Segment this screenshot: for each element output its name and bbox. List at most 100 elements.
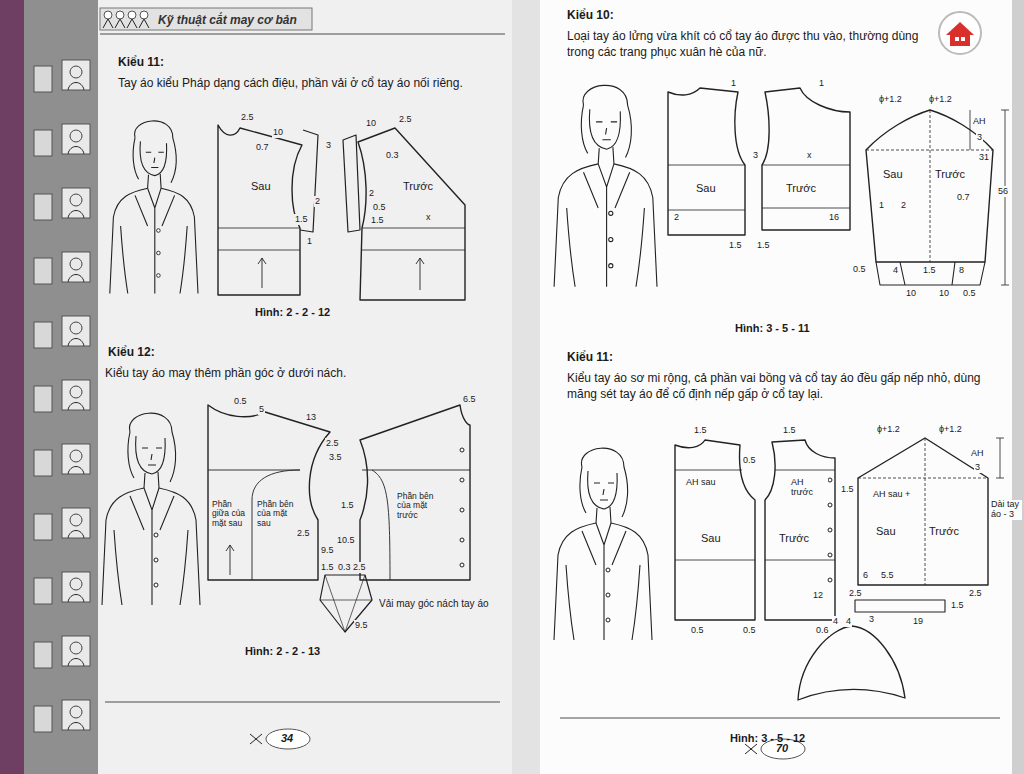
sketch-line bbox=[596, 122, 617, 140]
thumbnail-face bbox=[70, 258, 82, 270]
page-number: 34 bbox=[281, 732, 293, 745]
button-dot bbox=[828, 503, 832, 507]
section-heading: Kiểu 11: bbox=[567, 350, 613, 364]
thumbnail-face bbox=[70, 642, 82, 654]
piece-label: AH sau + bbox=[872, 490, 912, 500]
dimension-label: 0.7 bbox=[255, 142, 270, 153]
dimension-label: ϕ+1.2 bbox=[876, 424, 901, 435]
sketch-line bbox=[596, 507, 611, 523]
dimension-label: 3 bbox=[325, 140, 332, 151]
dimension-label: 0.5 bbox=[233, 396, 248, 407]
sketch-line bbox=[136, 436, 166, 474]
sketch-line bbox=[588, 471, 618, 509]
piece-label: Sau bbox=[700, 532, 722, 545]
dimension-label: 1.5 bbox=[370, 215, 385, 226]
dimension-label: 0.5 bbox=[372, 202, 387, 213]
page-gutter bbox=[512, 0, 540, 774]
thumbnail-frame bbox=[34, 258, 52, 284]
dimension-label: 2.5 bbox=[240, 112, 255, 123]
thumbnail-face bbox=[70, 450, 82, 462]
piece-label: Trước bbox=[928, 525, 960, 538]
header-figure bbox=[116, 11, 124, 19]
piece-label: Sau bbox=[250, 180, 272, 193]
dimension-label: 13 bbox=[305, 412, 317, 423]
dimension-label: 12 bbox=[812, 590, 824, 601]
thumbnail-face bbox=[70, 130, 82, 142]
dimension-label: 1 bbox=[818, 78, 825, 89]
sketch-line bbox=[581, 85, 631, 157]
sleeve-band bbox=[343, 135, 360, 232]
button-dot bbox=[460, 448, 464, 452]
header-figure bbox=[103, 19, 113, 28]
dimension-label: 3 bbox=[868, 614, 875, 625]
piece-label: Sau bbox=[695, 182, 717, 195]
button-dot bbox=[157, 251, 161, 255]
dimension-label: 1.5 bbox=[922, 265, 937, 276]
dimension-label: 0.6 bbox=[815, 625, 830, 636]
thumbnail-face bbox=[70, 514, 82, 526]
figure-caption: Hình: 3 - 5 - 11 bbox=[735, 322, 810, 335]
button-dot bbox=[157, 274, 161, 278]
sketch-line bbox=[110, 188, 198, 293]
button-dot bbox=[828, 528, 832, 532]
dimension-label: x bbox=[806, 150, 813, 161]
figure-sketch bbox=[110, 121, 198, 294]
front-pattern-piece bbox=[762, 88, 850, 230]
back-pattern-piece bbox=[668, 88, 745, 235]
piece-label: Dài tay áo - 3 bbox=[990, 500, 1022, 520]
dimension-line bbox=[996, 438, 1004, 478]
sketch-line bbox=[121, 226, 188, 294]
piece-label: Phần giữa của mặt sau bbox=[211, 500, 251, 528]
dimension-label: ϕ+1.2 bbox=[878, 94, 903, 105]
sleeve-pattern-piece bbox=[858, 438, 988, 585]
dimension-label: 2.5 bbox=[325, 438, 340, 449]
thumbnail-frame bbox=[62, 60, 90, 90]
dimension-label: ϕ+1.2 bbox=[938, 424, 963, 435]
thumbnail-strip bbox=[24, 0, 98, 774]
dimension-label: 1.5 bbox=[693, 425, 708, 436]
sketch-line bbox=[114, 530, 188, 605]
sketch-line bbox=[580, 448, 628, 517]
dimension-label: 2.5 bbox=[296, 528, 311, 539]
gusset-piece bbox=[320, 575, 372, 632]
sketch-line bbox=[142, 448, 162, 465]
thumbnail-shoulders bbox=[68, 211, 84, 219]
running-header: Kỹ thuật cắt may cơ bản bbox=[158, 13, 297, 27]
sketch-line bbox=[582, 523, 626, 640]
guide-line bbox=[362, 228, 465, 250]
front-pattern-piece bbox=[765, 440, 835, 620]
description-text: Loại tay áo lửng vừa khít có cổ tay áo đ… bbox=[567, 29, 932, 60]
dimension-label: 1.5 bbox=[320, 562, 335, 573]
button-dot bbox=[154, 533, 158, 537]
thumbnail-frame bbox=[34, 578, 52, 604]
piece-label: Phần bên của mặt trước bbox=[396, 492, 438, 520]
sketch-line bbox=[554, 164, 657, 287]
sketch-line bbox=[566, 565, 640, 640]
panel-seam bbox=[362, 470, 470, 580]
scissors-mark bbox=[250, 734, 262, 744]
thumbnail-shoulders bbox=[68, 659, 84, 667]
sketch-line bbox=[102, 488, 200, 605]
sketch-line bbox=[128, 413, 176, 482]
dimension-label: 0.3 bbox=[385, 150, 400, 161]
header-figure bbox=[139, 19, 149, 28]
guide-line bbox=[765, 470, 835, 560]
figure-caption: Hình: 3 - 5 - 12 bbox=[730, 732, 805, 745]
dimension-label: 5.5 bbox=[880, 570, 895, 581]
home-icon bbox=[939, 12, 981, 54]
dimension-label: AH bbox=[970, 448, 985, 459]
dimension-label: ϕ+1.2 bbox=[928, 94, 953, 105]
piece-label: Sau bbox=[875, 525, 897, 538]
button-dot bbox=[609, 264, 613, 268]
back-pattern-piece bbox=[208, 405, 330, 580]
button-dot bbox=[828, 553, 832, 557]
thumbnail-shoulders bbox=[68, 275, 84, 283]
grain-arrow bbox=[226, 545, 234, 575]
sketch-line bbox=[598, 147, 614, 164]
button-dot bbox=[460, 538, 464, 542]
dimension-line bbox=[970, 110, 971, 150]
thumbnail-frame bbox=[62, 124, 90, 154]
dimension-label: 1.5 bbox=[756, 240, 771, 251]
